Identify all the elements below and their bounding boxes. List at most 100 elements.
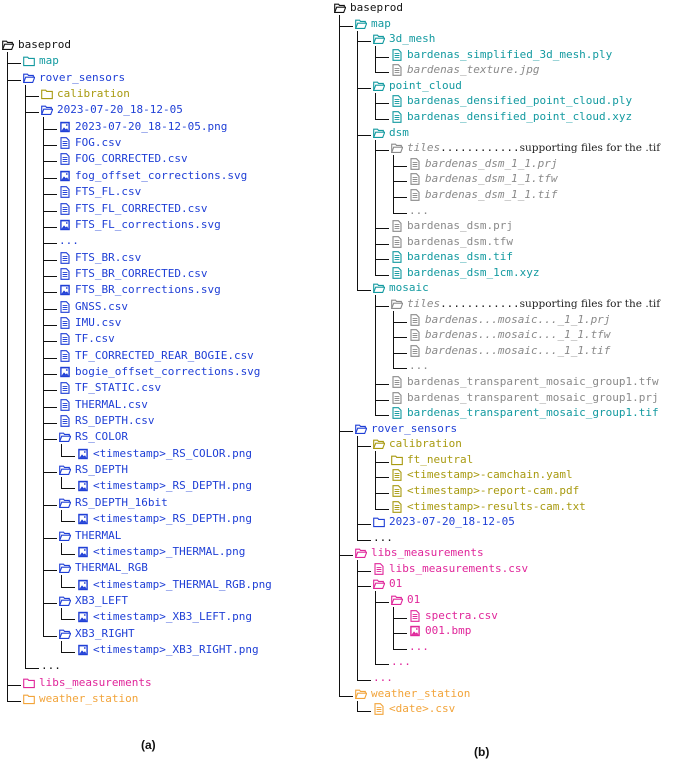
tree-connector-horizontal <box>357 290 371 292</box>
tree-node-label: ... <box>373 530 393 544</box>
folder-open-icon <box>391 298 403 310</box>
tree-node-label: tiles <box>407 297 441 311</box>
tree-folder: RS_DEPTH <box>59 463 128 477</box>
tree-connector-vertical <box>375 46 376 73</box>
tree-connector-vertical <box>61 542 62 554</box>
dotted-leader: ............ <box>440 141 520 155</box>
tree-node-label: bardenas...mosaic..._1_1.prj <box>425 312 611 326</box>
tree-node-label: tiles <box>407 141 441 155</box>
document-icon <box>391 48 403 61</box>
tree-ellipsis: ... <box>59 234 79 248</box>
tree-connector-vertical <box>375 92 376 120</box>
tree-connector-horizontal <box>61 553 75 555</box>
tree-connector-vertical <box>61 477 62 489</box>
tree-connector-horizontal <box>7 63 21 65</box>
tree-connector-horizontal <box>357 87 371 89</box>
tree-file: bardenas_densified_point_cloud.xyz <box>391 110 632 124</box>
tree-node-label: mosaic <box>389 281 429 295</box>
tree-file: FTS_BR_CORRECTED.csv <box>59 267 207 281</box>
tree-connector-horizontal <box>393 165 407 167</box>
document-icon <box>59 317 71 329</box>
tree-connector-horizontal <box>61 488 75 490</box>
image-file-icon <box>59 366 71 378</box>
tree-connector-vertical <box>357 30 358 291</box>
tree-file: FTS_FL_CORRECTED.csv <box>59 202 207 216</box>
tree-node-label: calibration <box>57 87 130 101</box>
document-icon <box>391 391 403 404</box>
tree-file: spectra.csv <box>409 609 498 623</box>
tree-connector-horizontal <box>61 455 75 457</box>
tree-file: <date>.csv <box>373 702 455 716</box>
tree-node-label: TF.csv <box>75 332 115 346</box>
tree-file: bardenas_simplified_3d_mesh.ply <box>391 48 612 62</box>
tree-file: bogie_offset_corrections.svg <box>59 365 260 379</box>
tree-connector-horizontal <box>357 570 371 572</box>
tree-connector-horizontal <box>43 635 57 637</box>
tree-connector-horizontal <box>357 711 371 713</box>
document-icon <box>391 500 403 513</box>
tree-file: RS_DEPTH.csv <box>59 414 154 428</box>
tree-folder: ft_neutral <box>391 453 473 467</box>
document-icon <box>59 251 71 264</box>
image-file-icon <box>77 513 89 525</box>
tree-folder: XB3_RIGHT <box>59 627 135 641</box>
tree-connector-horizontal <box>43 324 57 326</box>
tree-node-label: FTS_BR.csv <box>75 250 142 264</box>
folder-open-icon <box>59 628 71 640</box>
tree-folder: baseprod <box>334 1 403 15</box>
tree-connector-vertical <box>357 700 358 712</box>
tree-file: bardenas_dsm_1_1.tfw <box>409 172 557 186</box>
tree-folder: mosaic <box>373 281 429 295</box>
folder-open-icon <box>2 39 14 51</box>
folder-open-icon <box>355 547 367 559</box>
folder-open-icon <box>391 142 403 154</box>
folder-open-icon <box>59 595 71 607</box>
tree-folder: tiles............supporting files for th… <box>391 297 660 311</box>
document-icon <box>409 189 421 201</box>
tree-connector-horizontal <box>375 150 389 152</box>
document-icon <box>373 703 385 715</box>
tree-connector-horizontal <box>375 492 389 494</box>
tree-connector-vertical <box>61 509 62 522</box>
tree-node-label: bardenas_transparent_mosaic_group1.tfw <box>407 374 659 388</box>
tree-node-label: libs_measurements <box>39 675 152 689</box>
document-icon <box>59 382 71 395</box>
folder-open-icon <box>373 127 385 139</box>
tree-connector-horizontal <box>43 308 57 310</box>
tree-ellipsis: ... <box>409 359 429 373</box>
folder-open-icon <box>59 562 71 574</box>
tree-file: <timestamp>_RS_DEPTH.png <box>77 479 252 493</box>
tree-file: <timestamp>_XB3_LEFT.png <box>77 610 252 624</box>
tree-connector-horizontal <box>43 341 57 343</box>
tree-connector-vertical <box>393 607 394 649</box>
tree-node-label: bardenas...mosaic..._1_1.tif <box>425 343 611 357</box>
tree-file: <timestamp>_XB3_RIGHT.png <box>77 643 259 657</box>
tree-connector-horizontal <box>357 41 371 43</box>
tree-node-label: <date>.csv <box>389 702 456 716</box>
tree-connector-vertical <box>339 15 340 696</box>
tree-node-label: 01 <box>389 577 403 591</box>
document-icon <box>391 220 403 232</box>
tree-connector-horizontal <box>393 181 407 183</box>
document-icon <box>409 609 421 622</box>
image-file-icon <box>77 448 89 460</box>
document-icon <box>59 349 71 362</box>
tree-node-label: RS_COLOR <box>75 430 128 444</box>
tree-node-label: bardenas...mosaic..._1_1.tfw <box>425 328 611 342</box>
tree-file: TF_STATIC.csv <box>59 381 161 395</box>
tree-folder: THERMAL <box>59 529 121 543</box>
tree-node-label: libs_measurements <box>371 546 484 560</box>
tree-node-label: XB3_RIGHT <box>75 626 135 640</box>
tree-connector-horizontal <box>7 79 21 81</box>
tree-node-label: <timestamp>_THERMAL.png <box>93 544 246 558</box>
tree-node-label: <timestamp>_XB3_LEFT.png <box>93 610 252 624</box>
tree-file: bardenas_texture.jpg <box>391 63 539 77</box>
tree-connector-horizontal <box>43 128 57 130</box>
document-icon <box>391 111 403 123</box>
tree-file: TF_CORRECTED_REAR_BOGIE.csv <box>59 349 254 363</box>
tree-node-label: FTS_BR_CORRECTED.csv <box>75 266 208 280</box>
tree-node-label: XB3_LEFT <box>75 593 128 607</box>
tree-connector-horizontal <box>375 477 389 479</box>
tree-node-label: weather_station <box>39 692 139 705</box>
tree-node-label: libs_measurements.csv <box>389 561 529 575</box>
